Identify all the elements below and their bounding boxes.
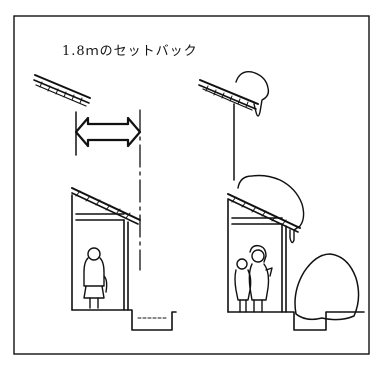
left-scene (33, 74, 177, 331)
right-scene (198, 71, 365, 331)
left-ground (71, 309, 177, 331)
diagram-border (13, 15, 370, 355)
left-porch-roof (71, 187, 141, 225)
snow-pile (294, 253, 360, 321)
setback-arrow (74, 116, 142, 148)
right-upper-eave (198, 79, 259, 111)
right-person-adult (248, 244, 273, 313)
right-ground (227, 311, 365, 331)
right-porch-roof (227, 193, 301, 233)
right-roof-snow (235, 71, 270, 117)
left-upper-eave (33, 74, 91, 107)
right-porch-snow (237, 174, 305, 244)
left-porch-frame (71, 194, 129, 311)
left-person-figure (83, 247, 108, 309)
setback-caption: 1.8ｍのセットバック (62, 44, 198, 59)
right-porch-frame (227, 199, 287, 313)
right-person-child (234, 258, 252, 313)
